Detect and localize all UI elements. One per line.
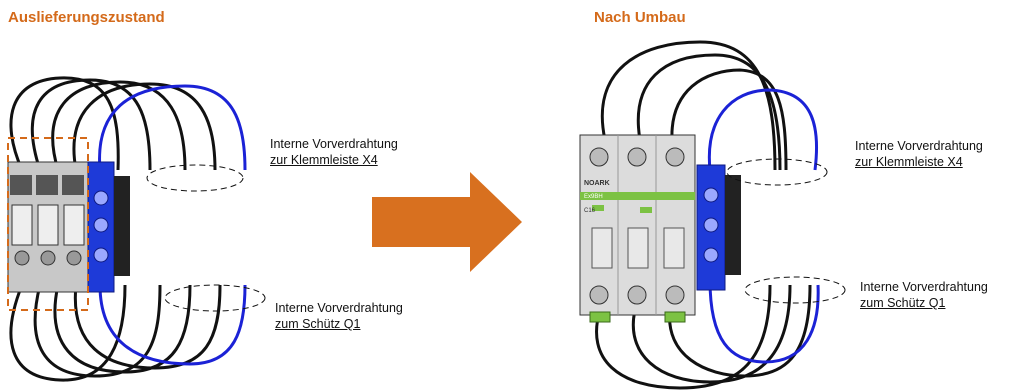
right-wires-top [600, 40, 819, 171]
left-title: Auslieferungszustand [8, 9, 165, 26]
left-label-top-line1: Interne Vorverdrahtung [270, 137, 398, 151]
right-label-bottom-line1: Interne Vorverdrahtung [860, 280, 988, 294]
left-label-terminal-strip: Interne Vorverdrahtung zur Klemmleiste X… [270, 136, 398, 168]
right-bundle-bottom-marker [744, 276, 846, 304]
breaker-brand: NOARK [584, 180, 610, 187]
right-label-terminal-strip: Interne Vorverdrahtung zur Klemmleiste X… [855, 138, 983, 170]
left-bundle-bottom-marker [164, 284, 266, 312]
breaker-series: Ex9BH [584, 194, 603, 200]
right-breaker: NOARK Ex9BH C16 [579, 134, 696, 323]
right-label-bottom-line2: zum Schütz Q1 [860, 296, 946, 310]
right-label-contactor: Interne Vorverdrahtung zum Schütz Q1 [860, 279, 988, 311]
left-label-bottom-line1: Interne Vorverdrahtung [275, 301, 403, 315]
right-title: Nach Umbau [594, 9, 686, 26]
right-wires-bottom [595, 279, 820, 390]
left-label-top-line2: zur Klemmleiste X4 [270, 153, 378, 167]
left-wires-top [9, 76, 247, 171]
left-terminal-strip [7, 137, 130, 311]
left-label-bottom-line2: zum Schütz Q1 [275, 317, 361, 331]
right-label-top-line2: zur Klemmleiste X4 [855, 155, 963, 169]
right-label-top-line1: Interne Vorverdrahtung [855, 139, 983, 153]
right-terminal-strip [696, 164, 741, 291]
left-wires-bottom [9, 284, 247, 382]
transition-arrow [372, 172, 522, 272]
right-bundle-top-marker [726, 158, 828, 186]
left-label-contactor: Interne Vorverdrahtung zum Schütz Q1 [275, 300, 403, 332]
left-bundle-top-marker [146, 164, 244, 192]
breaker-rating: C16 [584, 208, 596, 214]
